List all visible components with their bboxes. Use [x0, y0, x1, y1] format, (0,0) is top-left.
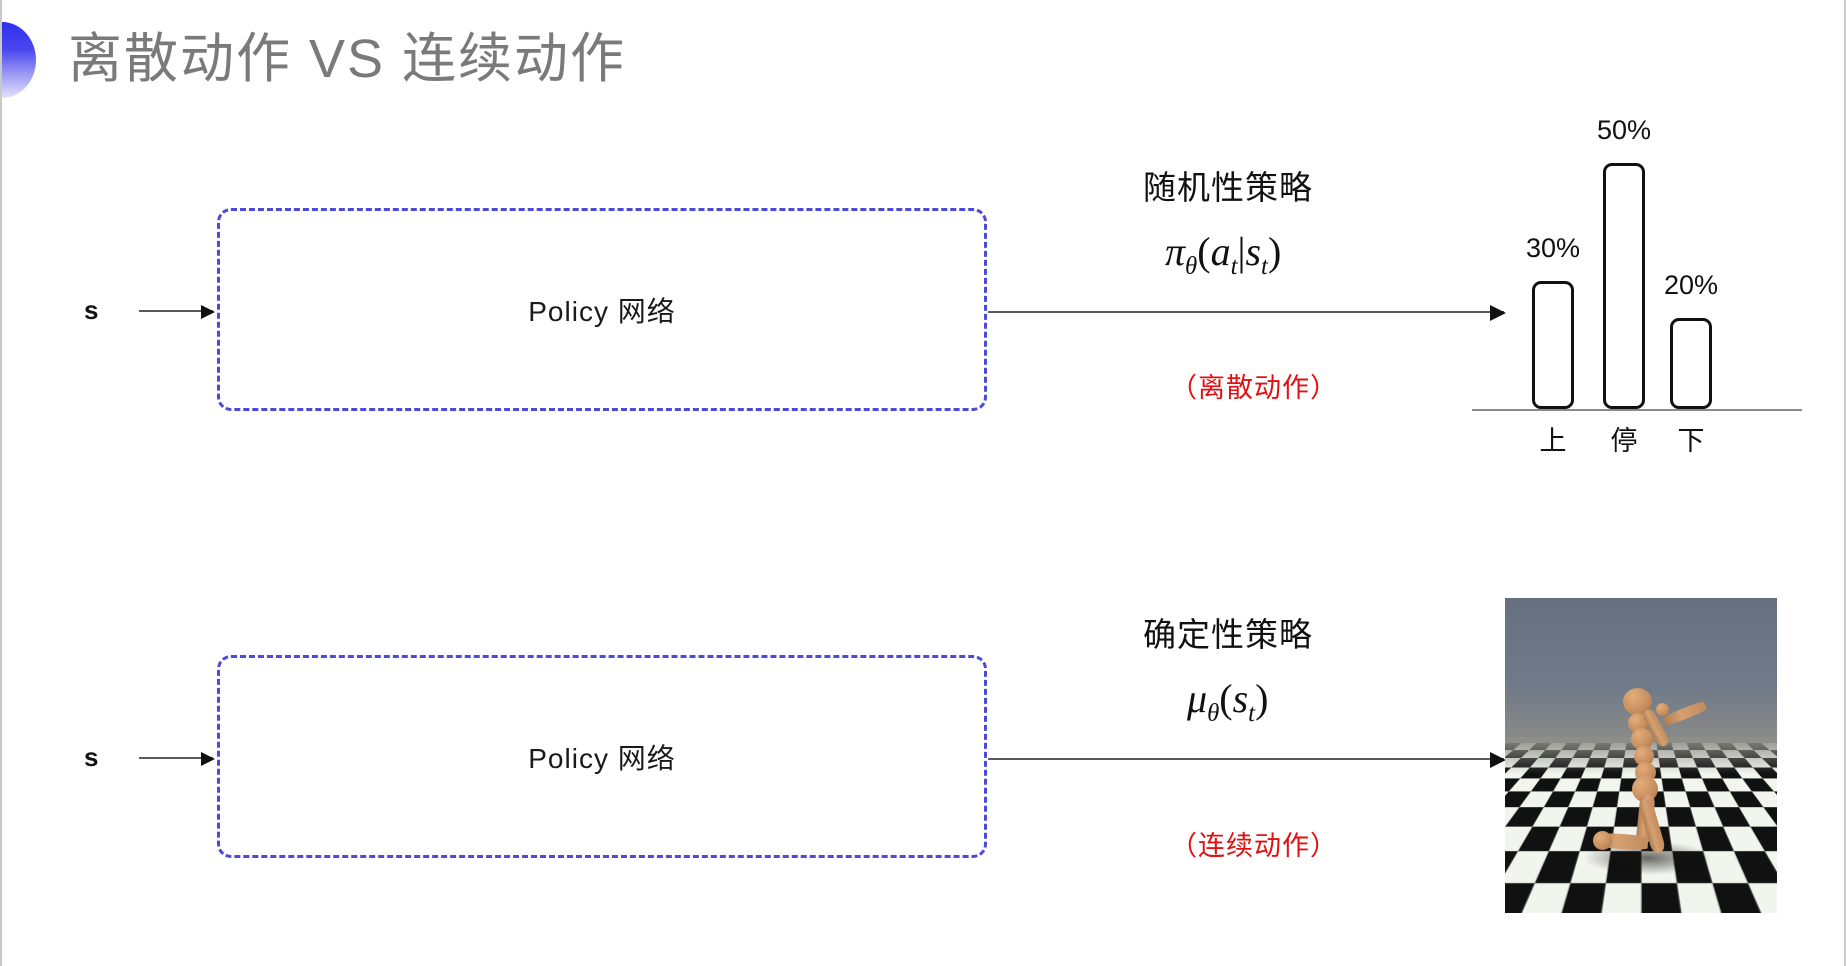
formula-arg: a: [1210, 229, 1231, 274]
table-row[interactable]: [1670, 318, 1712, 409]
bar-category-label: 上: [1539, 426, 1567, 456]
chart-x-axis: [1472, 409, 1802, 411]
half-disc-bullet-icon: [2, 22, 36, 98]
state-to-policy-arrow-continuous: [139, 752, 215, 766]
policy-formula-continuous: μθ(st): [1187, 675, 1268, 728]
state-to-policy-arrow-discrete: [139, 305, 215, 319]
policy-to-output-arrow-continuous: [988, 752, 1506, 768]
policy-network-box-continuous[interactable]: Policy 网络: [217, 655, 987, 858]
humanoid-simulation-image: [1505, 598, 1777, 913]
action-type-note-continuous: （连续动作）: [1170, 831, 1338, 861]
policy-network-label-continuous: Policy 网络: [528, 742, 676, 774]
table-row[interactable]: [1532, 281, 1574, 409]
formula-cond: s: [1245, 229, 1262, 274]
state-input-label-continuous: s: [84, 742, 99, 772]
table-row[interactable]: [1603, 163, 1645, 409]
bar-value-label: 30%: [1525, 233, 1581, 263]
policy-kind-label-continuous: 确定性策略: [1143, 616, 1313, 653]
humanoid-chest: [1631, 728, 1653, 750]
page-title: 离散动作 VS 连续动作: [68, 29, 627, 89]
bar-value-label: 20%: [1663, 270, 1719, 300]
state-input-label-discrete: s: [84, 295, 99, 325]
humanoid-hand: [1656, 703, 1669, 716]
bar-category-label: 下: [1677, 426, 1705, 456]
formula-head-sub: θ: [1207, 700, 1220, 727]
formula-close-paren: ): [1267, 229, 1282, 274]
formula-head: π: [1165, 229, 1186, 274]
humanoid-torso: [1634, 746, 1654, 766]
policy-to-output-arrow-discrete: [988, 305, 1506, 321]
formula-arg-sub: t: [1248, 700, 1256, 727]
policy-network-box-discrete[interactable]: Policy 网络: [217, 208, 987, 411]
formula-open-paren: (: [1219, 676, 1233, 721]
formula-bar: |: [1237, 229, 1246, 274]
formula-head-sub: θ: [1185, 253, 1198, 280]
bar-value-label: 50%: [1596, 115, 1652, 145]
policy-kind-label-discrete: 随机性策略: [1143, 169, 1313, 206]
policy-network-label-discrete: Policy 网络: [528, 295, 676, 327]
action-probability-bar-chart: 30% 50% 20% 上 停 下: [1472, 115, 1802, 456]
humanoid-ankle: [1593, 831, 1612, 850]
formula-head: μ: [1187, 676, 1208, 721]
bar-category-label: 停: [1610, 426, 1638, 456]
formula-arg: s: [1232, 676, 1249, 721]
formula-close-paren: ): [1255, 676, 1269, 721]
policy-formula-discrete: πθ(at|st): [1165, 228, 1281, 281]
formula-cond-sub: t: [1261, 253, 1268, 280]
formula-arg-sub: t: [1230, 253, 1238, 280]
formula-open-paren: (: [1197, 229, 1211, 274]
action-type-note-discrete: （离散动作）: [1170, 373, 1338, 403]
